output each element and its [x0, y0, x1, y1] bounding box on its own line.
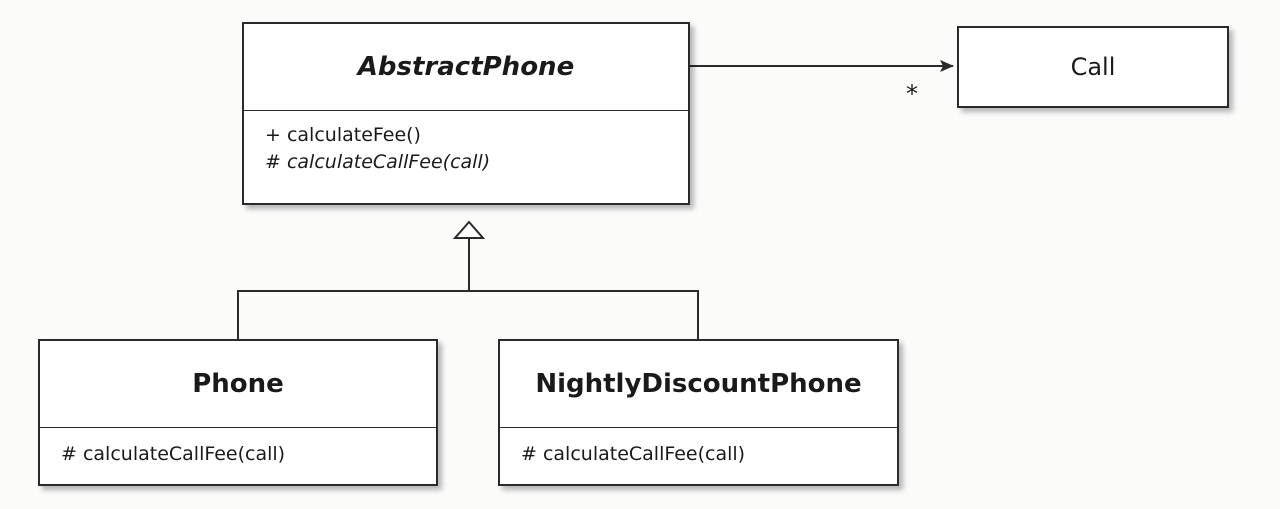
class-divider — [500, 427, 897, 428]
class-operations: # calculateCallFee(call) — [500, 428, 897, 468]
class-name-call: Call — [1070, 53, 1116, 81]
operation-calculate-call-fee: # calculateCallFee(call) — [265, 151, 491, 173]
class-operations: + calculateFee() # calculateCallFee(call… — [244, 111, 688, 204]
class-nightly-discount-phone: NightlyDiscountPhone # calculateCallFee(… — [498, 339, 899, 486]
class-name-abstract-phone: AbstractPhone — [357, 52, 575, 82]
class-divider — [40, 427, 436, 428]
class-operations: # calculateCallFee(call) — [40, 428, 436, 468]
class-name-phone: Phone — [192, 369, 284, 399]
association-multiplicity: * — [906, 80, 918, 108]
generalization-arrowhead — [452, 220, 486, 239]
operation-calculate-fee: + calculateFee() — [265, 124, 421, 146]
class-divider — [244, 110, 688, 111]
class-abstract-phone: AbstractPhone + calculateFee() # calcula… — [242, 22, 690, 205]
class-phone: Phone # calculateCallFee(call) — [38, 339, 438, 486]
operation-calculate-call-fee: # calculateCallFee(call) — [521, 443, 746, 465]
operation-calculate-call-fee: # calculateCallFee(call) — [61, 443, 286, 465]
class-name-nightly-discount-phone: NightlyDiscountPhone — [535, 369, 862, 399]
class-call: Call — [957, 26, 1229, 108]
